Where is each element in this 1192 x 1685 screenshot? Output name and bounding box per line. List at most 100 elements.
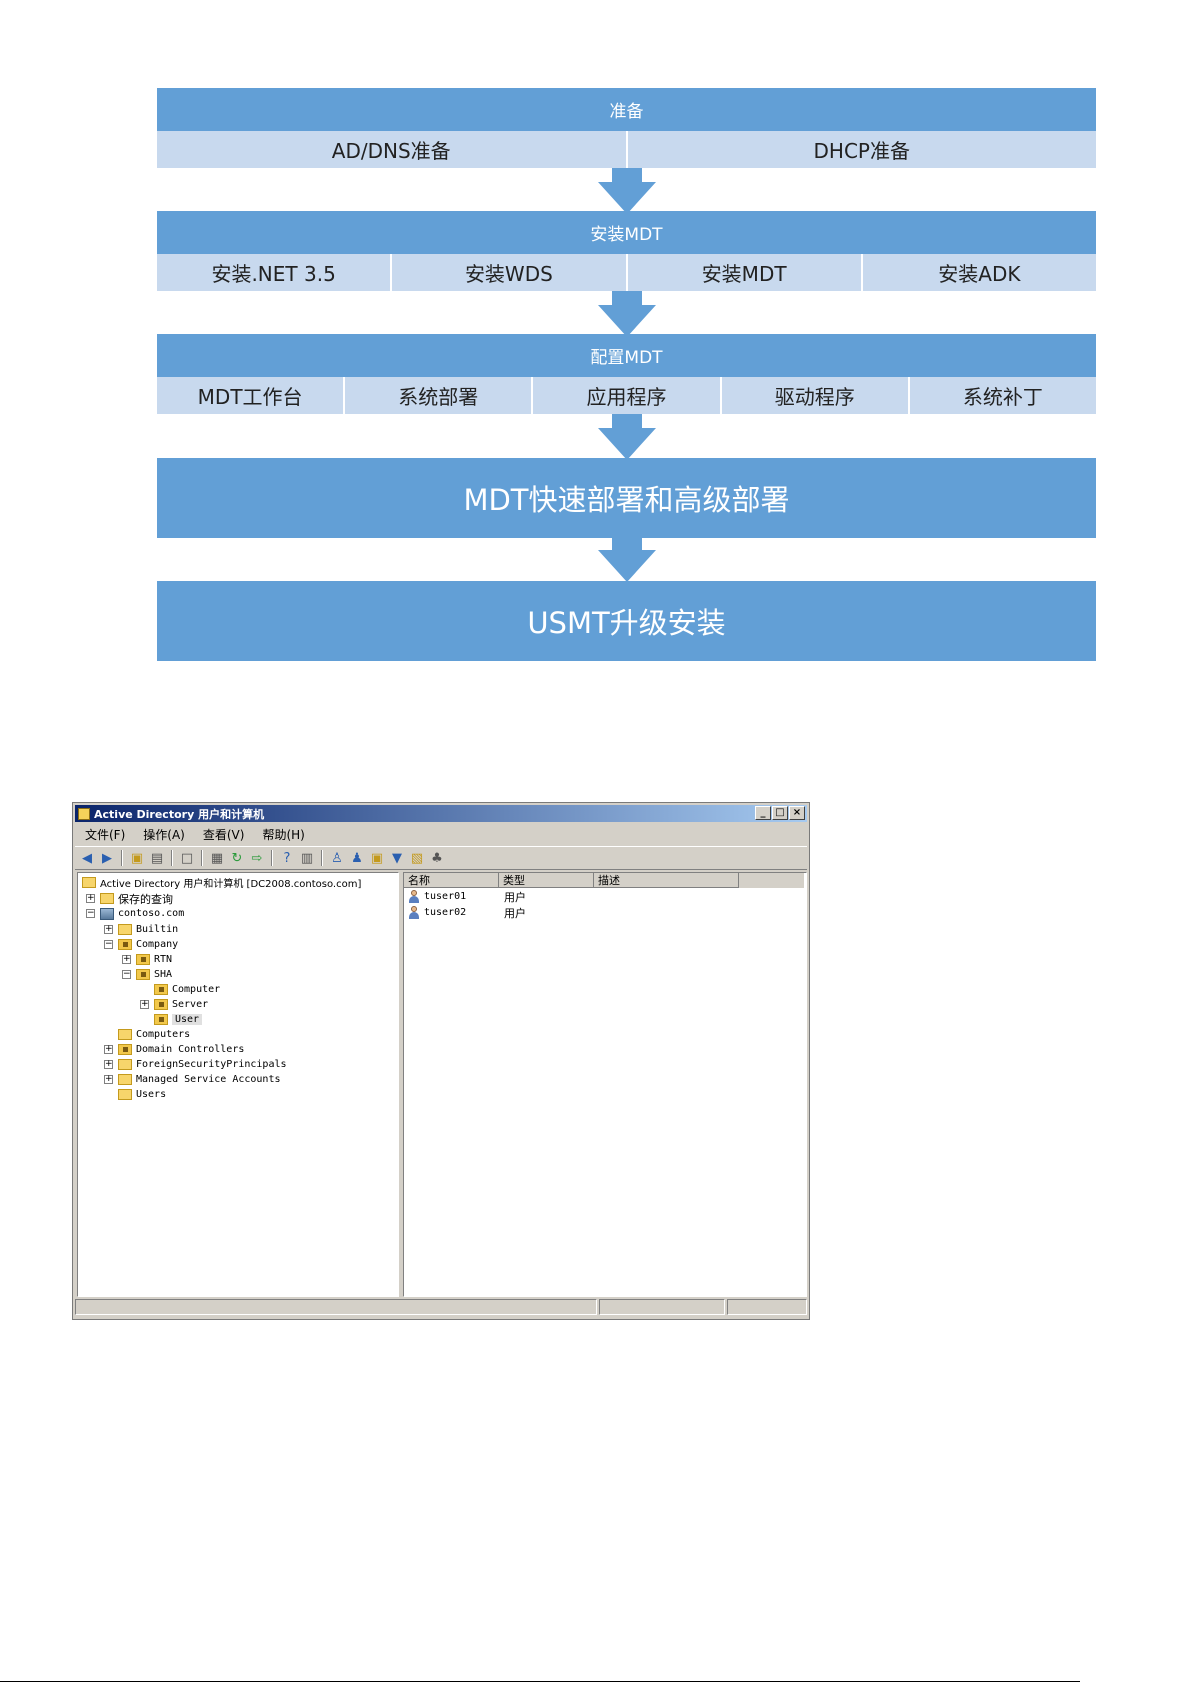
down-arrow-icon — [598, 536, 656, 582]
collapse-icon[interactable]: − — [122, 969, 131, 979]
step-item: 安装.NET 3.5 — [157, 254, 393, 291]
ou-icon — [136, 969, 150, 980]
step-item: AD/DNS准备 — [157, 131, 628, 168]
column-type[interactable]: 类型 — [499, 873, 594, 888]
toolbar: ◀ ▶ ▣ ▤ □ ▦ ↻ ⇨ ? ▥ ♙ ♟ ▣ ▼ ▧ ♣ — [75, 846, 807, 870]
new-ou-icon[interactable]: ▣ — [370, 850, 384, 866]
find-icon[interactable]: ▧ — [410, 850, 424, 866]
back-icon[interactable]: ◀ — [82, 850, 92, 866]
console-tree[interactable]: Active Directory 用户和计算机 [DC2008.contoso.… — [77, 872, 399, 1297]
details-list[interactable]: 名称 类型 描述 tuser01 用户 tuser02 用户 — [403, 872, 807, 1297]
menu-file[interactable]: 文件(F) — [85, 827, 126, 842]
step-install-header: 安装MDT — [157, 211, 1096, 254]
down-arrow-icon — [598, 291, 656, 337]
column-name[interactable]: 名称 — [404, 873, 499, 888]
expand-icon[interactable]: + — [140, 999, 149, 1009]
column-description[interactable]: 描述 — [594, 873, 739, 888]
tree-domain-controllers[interactable]: Domain Controllers — [118, 1042, 244, 1057]
app-icon — [78, 807, 90, 820]
ou-icon — [154, 1014, 168, 1025]
tree-company[interactable]: Company — [118, 937, 178, 952]
add-to-group-icon[interactable]: ♣ — [431, 850, 443, 866]
folder-icon — [100, 893, 114, 904]
minimize-button[interactable]: _ — [755, 806, 771, 820]
step-item: 安装ADK — [938, 262, 1021, 286]
maximize-button[interactable]: □ — [772, 806, 788, 820]
expand-icon[interactable]: + — [104, 1059, 113, 1069]
step-item: 应用程序 — [533, 377, 722, 414]
step-usmt: USMT升级安装 — [157, 581, 1096, 661]
export-icon[interactable]: ⇨ — [251, 850, 263, 866]
down-arrow-icon — [598, 414, 656, 460]
step-item: 系统部署 — [345, 377, 534, 414]
filter-icon[interactable]: ▼ — [392, 850, 402, 866]
forward-icon[interactable]: ▶ — [102, 850, 112, 866]
tree-server[interactable]: Server — [154, 997, 208, 1012]
folder-icon — [118, 924, 132, 935]
ou-icon — [118, 939, 132, 950]
new-user-icon[interactable]: ♙ — [331, 850, 343, 866]
view-icon[interactable]: ▥ — [300, 850, 314, 866]
tree-users[interactable]: Users — [118, 1087, 166, 1102]
step-item: DHCP准备 — [813, 139, 910, 163]
step-install-items: 安装.NET 3.5 安装WDS 安装MDT 安装ADK — [157, 254, 1096, 291]
ou-icon — [154, 999, 168, 1010]
up-folder-icon[interactable]: ▣ — [130, 850, 144, 866]
folder-icon — [118, 1059, 132, 1070]
menu-bar: 文件(F) 操作(A) 查看(V) 帮助(H) — [75, 824, 807, 844]
tree-fsp[interactable]: ForeignSecurityPrincipals — [118, 1057, 287, 1072]
ou-icon — [154, 984, 168, 995]
expand-icon[interactable]: + — [104, 1044, 113, 1054]
tree-computer[interactable]: Computer — [154, 982, 220, 997]
domain-icon — [100, 907, 114, 920]
ou-icon — [118, 1044, 132, 1055]
tree-msa[interactable]: Managed Service Accounts — [118, 1072, 281, 1087]
menu-help[interactable]: 帮助(H) — [262, 827, 305, 842]
new-group-icon[interactable]: ♟ — [351, 850, 363, 866]
folder-icon — [118, 1074, 132, 1085]
window-title: Active Directory 用户和计算机 — [94, 807, 265, 821]
list-item[interactable]: tuser01 用户 — [408, 889, 526, 904]
close-button[interactable]: × — [789, 806, 805, 820]
step-deploy: MDT快速部署和高级部署 — [157, 458, 1096, 538]
ou-icon — [136, 954, 150, 965]
window-titlebar[interactable]: Active Directory 用户和计算机 _ □ × — [75, 805, 807, 822]
collapse-icon[interactable]: − — [104, 939, 113, 949]
console-tree-icon[interactable]: ▤ — [150, 850, 164, 866]
copy-icon[interactable]: □ — [180, 850, 194, 866]
refresh-icon[interactable]: ↻ — [231, 850, 243, 866]
list-item[interactable]: tuser02 用户 — [408, 905, 526, 920]
tree-builtin[interactable]: Builtin — [118, 922, 178, 937]
collapse-icon[interactable]: − — [86, 908, 95, 918]
user-icon — [408, 890, 420, 903]
expand-icon[interactable]: + — [104, 924, 113, 934]
step-item: 安装WDS — [392, 254, 628, 291]
tree-rtn[interactable]: RTN — [136, 952, 172, 967]
tree-user[interactable]: User — [154, 1012, 203, 1027]
page-divider — [0, 1681, 1080, 1682]
properties-icon[interactable]: ▦ — [210, 850, 224, 866]
step-config-items: MDT工作台 系统部署 应用程序 驱动程序 系统补丁 — [157, 377, 1096, 414]
tree-root[interactable]: Active Directory 用户和计算机 [DC2008.contoso.… — [82, 875, 361, 890]
expand-icon[interactable]: + — [104, 1074, 113, 1084]
list-header: 名称 类型 描述 — [404, 873, 804, 888]
tree-saved-queries[interactable]: 保存的查询 — [100, 891, 173, 906]
step-item: MDT工作台 — [157, 377, 346, 414]
help-icon[interactable]: ? — [283, 850, 291, 866]
ad-window: Active Directory 用户和计算机 _ □ × 文件(F) 操作(A… — [72, 802, 810, 1320]
step-item: 系统补丁 — [962, 385, 1043, 409]
tree-computers[interactable]: Computers — [118, 1027, 190, 1042]
user-icon — [408, 906, 420, 919]
tree-domain[interactable]: contoso.com — [100, 906, 184, 921]
menu-view[interactable]: 查看(V) — [202, 827, 245, 842]
step-prepare-header: 准备 — [157, 88, 1096, 131]
menu-action[interactable]: 操作(A) — [143, 827, 185, 842]
folder-icon — [82, 877, 96, 888]
folder-icon — [118, 1089, 132, 1100]
status-bar — [75, 1299, 807, 1317]
step-config-header: 配置MDT — [157, 334, 1096, 377]
expand-icon[interactable]: + — [86, 893, 95, 903]
tree-sha[interactable]: SHA — [136, 967, 172, 982]
expand-icon[interactable]: + — [122, 954, 131, 964]
step-prepare-items: AD/DNS准备 DHCP准备 — [157, 131, 1096, 168]
